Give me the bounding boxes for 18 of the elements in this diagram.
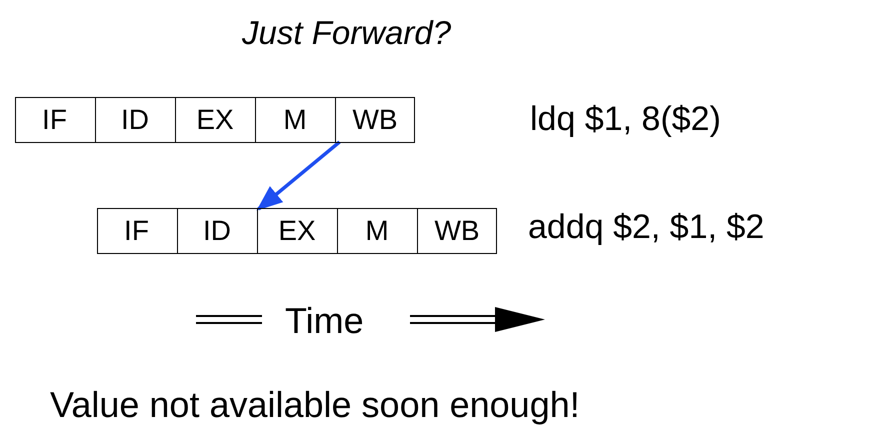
stage-label: M xyxy=(283,106,307,134)
stage-label: M xyxy=(365,217,389,245)
stage-label: ID xyxy=(203,217,231,245)
instruction-text: addq $2, $1, $2 xyxy=(528,208,764,247)
stage-label: IF xyxy=(42,106,67,134)
stage-label: EX xyxy=(196,106,234,134)
stage-label: WB xyxy=(352,106,398,134)
pipeline-row xyxy=(97,208,497,254)
stage-label: ID xyxy=(121,106,149,134)
title: Just Forward? xyxy=(242,14,452,52)
forwarding-arrow xyxy=(256,140,341,211)
pipeline-row xyxy=(15,97,415,143)
stage-label: IF xyxy=(124,217,149,245)
note-text: Value not available soon enough! xyxy=(50,384,580,426)
stage-label: EX xyxy=(278,217,316,245)
stage-label: WB xyxy=(434,217,480,245)
axis-label: Time xyxy=(285,300,364,342)
instruction-text: ldq $1, 8($2) xyxy=(530,100,721,139)
